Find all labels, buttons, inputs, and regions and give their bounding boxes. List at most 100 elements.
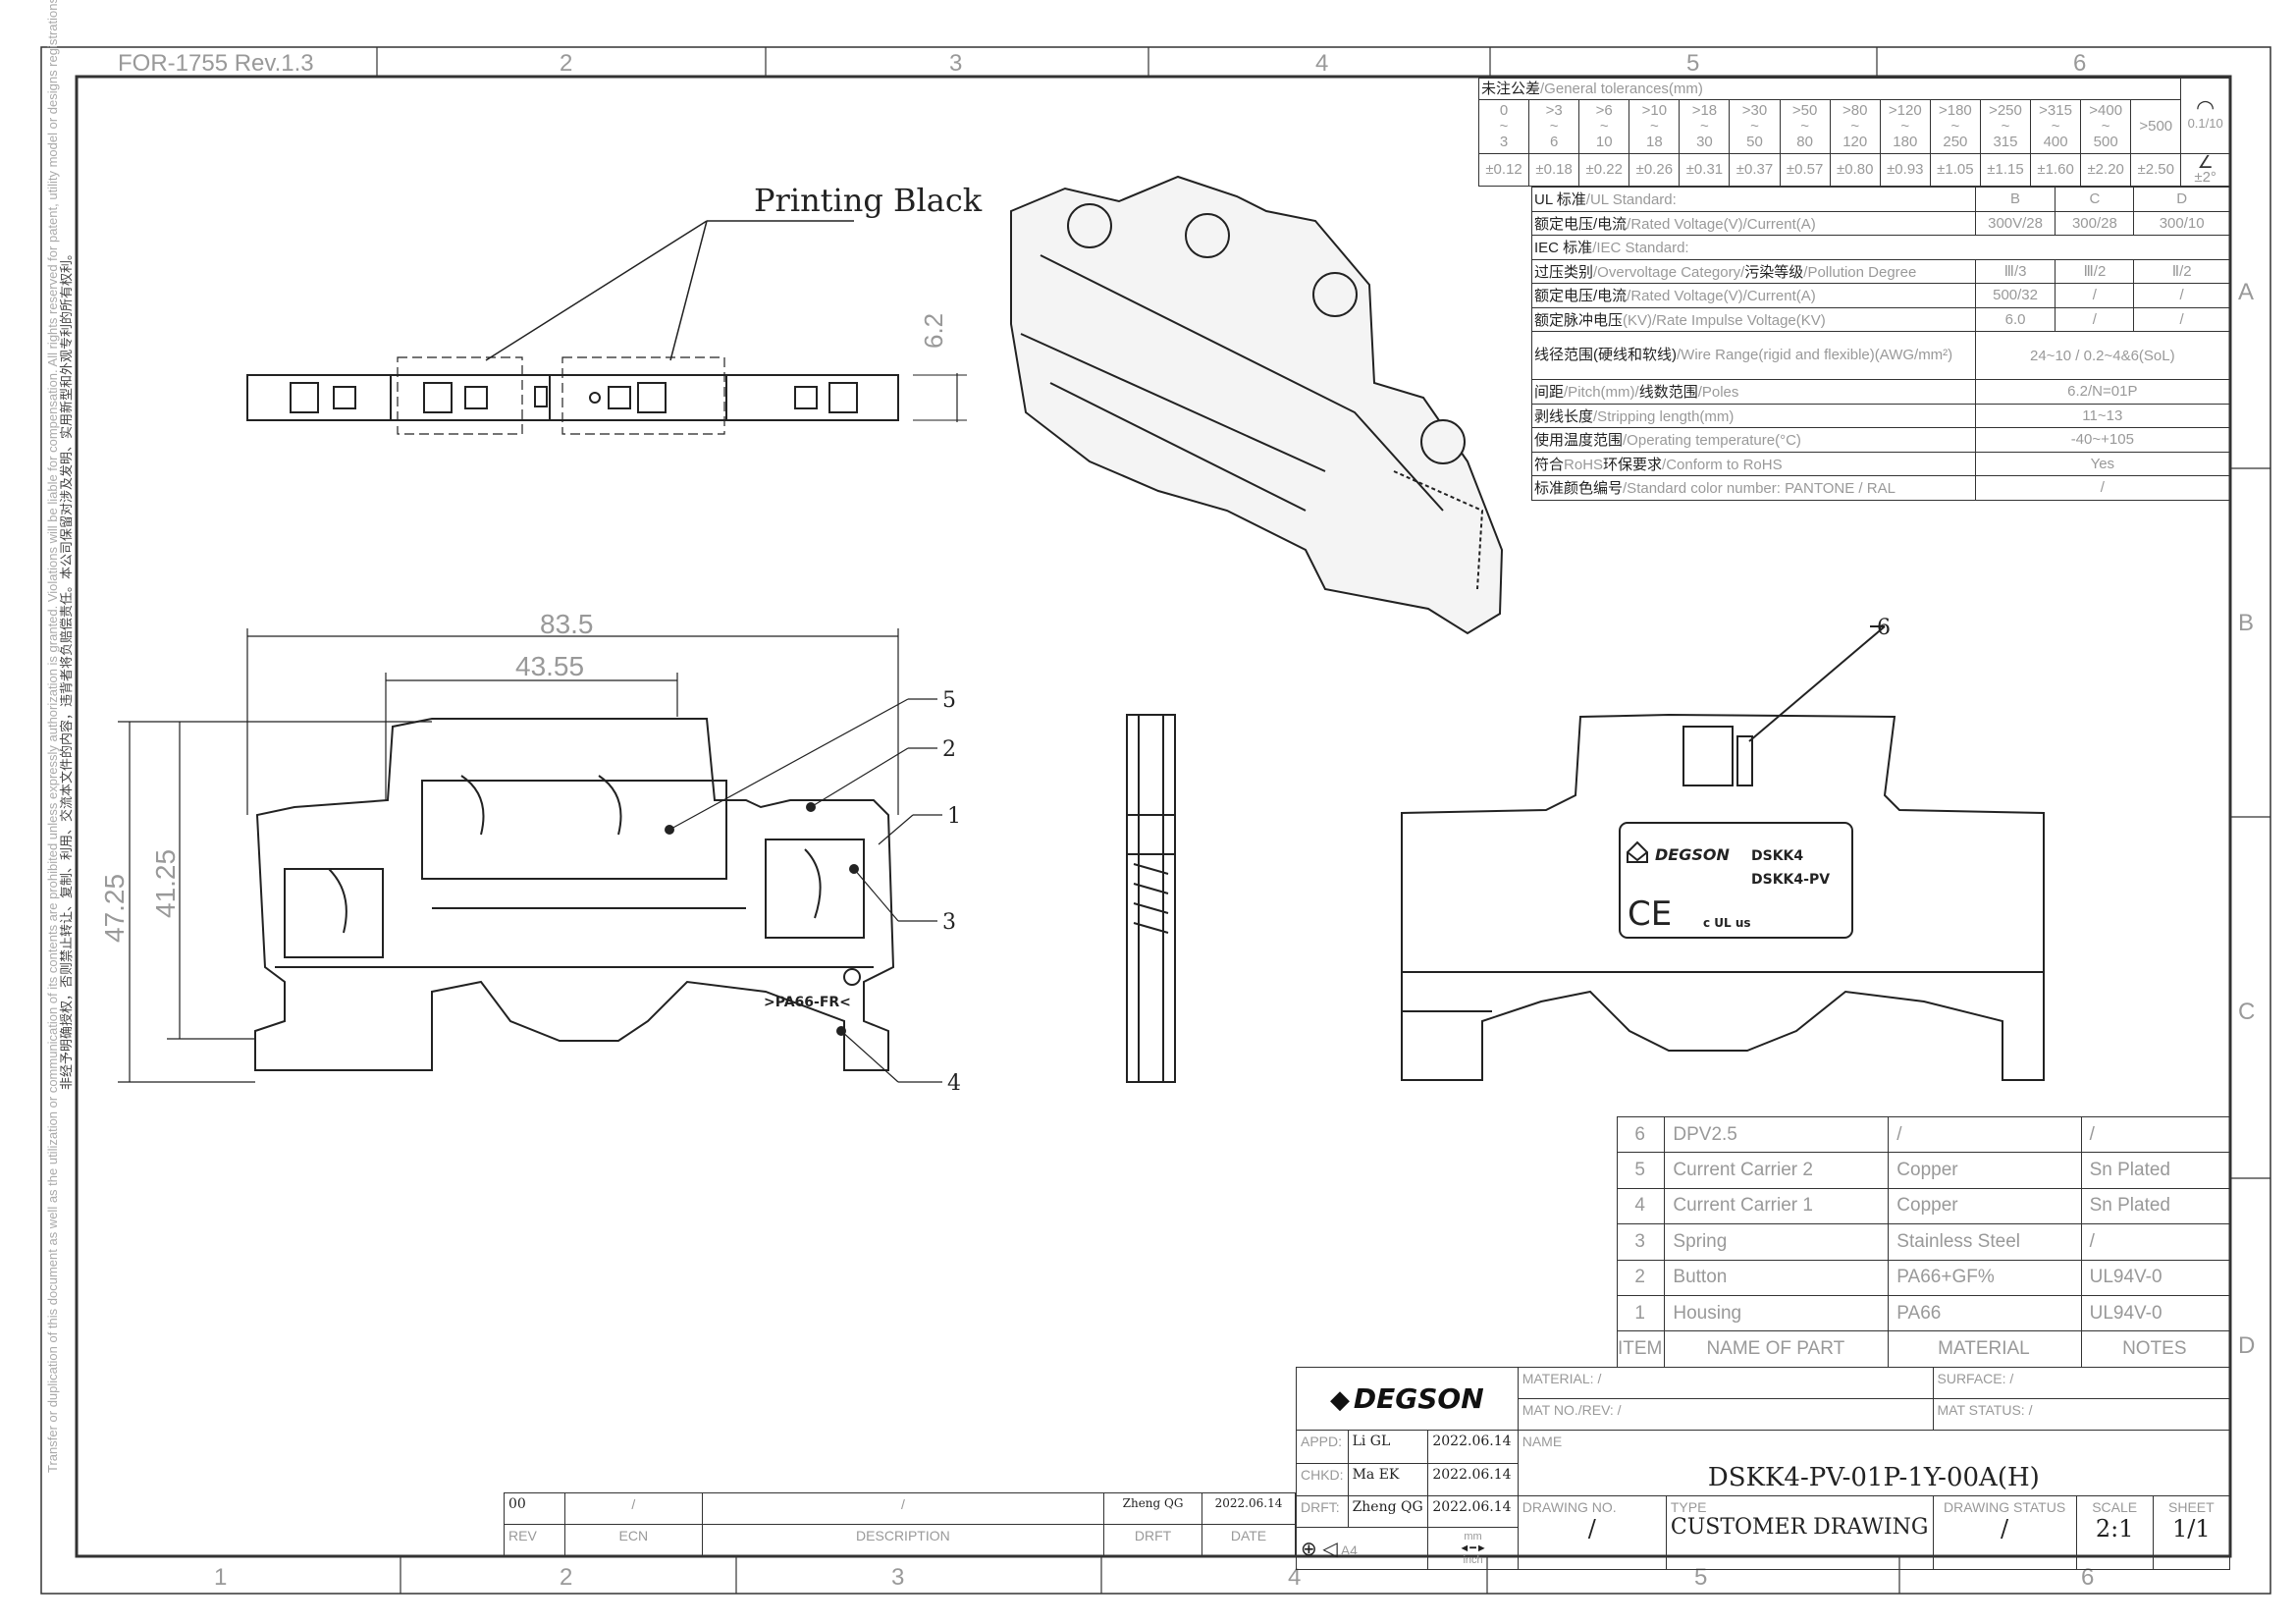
text-specs-pitch-zh2: 线数范围 <box>1638 384 1698 402</box>
row-label: B <box>2238 610 2254 636</box>
dim-overall-height: 47.25 <box>99 874 130 943</box>
spec-row: 过压类别/Overvoltage Category/污染等级/Pollution… <box>1531 258 2230 284</box>
leader-arrow <box>485 220 708 361</box>
text-tolerances-ranges-7-to: 120 <box>1842 134 1868 150</box>
tolerance-value: ±0.37 <box>1729 153 1781 187</box>
row-label: A <box>2238 279 2254 305</box>
text-tolerances-tilde: ~ <box>1549 118 1559 135</box>
text-revision-headers-description: DESCRIPTION <box>701 1524 1105 1556</box>
front-view <box>118 628 942 1083</box>
text-title_block-appd_label: APPD: <box>1296 1430 1349 1464</box>
balloon-3: 3 <box>942 910 956 935</box>
text-revision-headers-drft: DRFT <box>1103 1524 1203 1556</box>
bom-name: Housing <box>1664 1294 1890 1332</box>
spec-row: 使用温度范围/Operating temperature(°C)-40~+105 <box>1531 427 2231 453</box>
text-specs-overvoltage-zh: 过压类别 <box>1534 263 1594 281</box>
leader-arrow <box>669 220 708 361</box>
zone-label: 4 <box>1288 1564 1301 1591</box>
text-tolerances-tilde: ~ <box>1950 118 1960 135</box>
text-title_block-status_label: DRAWING STATUS <box>1943 1499 2066 1515</box>
tolerance-value: ±0.12 <box>1477 153 1530 187</box>
text-tolerances-tilde: ~ <box>2001 118 2010 135</box>
text-title_block-scale: 2:1 <box>2095 1515 2134 1543</box>
text-tolerances-flatness: 0.1/10 <box>2187 116 2223 131</box>
row-label: C <box>2238 999 2255 1025</box>
title-block: ◆ DEGSON MATERIAL: /SURFACE: / MAT NO./R… <box>1295 1367 2231 1570</box>
tolerance-value: ±1.15 <box>1979 153 2032 187</box>
text-specs-rohs-zh: 符合 <box>1534 456 1565 473</box>
text-tolerances-tilde: ~ <box>1499 118 1509 135</box>
text-title_block-unit_inch: inch <box>1463 1554 1483 1566</box>
zone-label: 3 <box>949 50 962 77</box>
text-specs-stripping-en: /Stripping length(mm) <box>1593 407 1735 425</box>
text-specs-ul_rated-en: /Rated Voltage(V)/Current(A) <box>1627 215 1816 233</box>
tolerance-range: >18~30 <box>1679 99 1731 154</box>
text-title_block-drft_label: DRFT: <box>1296 1495 1349 1528</box>
text-specs-impulse-values-1: / <box>2055 306 2135 332</box>
text-tolerances-angle: ±2° <box>2194 169 2216 186</box>
text-title_block-material: MATERIAL: / <box>1517 1367 1934 1399</box>
text-tolerances-ranges-1-to: 6 <box>1549 134 1559 150</box>
tolerance-value: ±0.22 <box>1578 153 1630 187</box>
text-specs-ul_standard-cols-1: C <box>2055 187 2135 212</box>
text-title_block-drft_name: Zheng QG <box>1347 1495 1429 1528</box>
dim-overall-length: 83.5 <box>540 609 594 639</box>
text-specs-iec_rated-en: /Rated Voltage(V)/Current(A) <box>1627 288 1816 305</box>
tolerance-value: ±1.60 <box>2030 153 2082 187</box>
text-bom-headers-name: NAME OF PART <box>1664 1330 1890 1368</box>
text-specs-impulse-en: (KV)/Rate Impulse Voltage(KV) <box>1623 311 1826 329</box>
text-revision-row-date: 2022.06.14 <box>1201 1492 1296 1525</box>
legal-notice-en: Transfer or duplication of this document… <box>45 0 60 1473</box>
text-specs-overvoltage-en: /Overvoltage Category/ <box>1593 263 1745 281</box>
bom-name: Spring <box>1664 1223 1890 1261</box>
text-specs-color-value: / <box>1974 475 2231 501</box>
tolerance-value: ±0.26 <box>1629 153 1681 187</box>
text-title_block-drft_date: 2022.06.14 <box>1427 1495 1519 1528</box>
text-specs-ul_rated-values-0: 300V/28 <box>1974 210 2056 236</box>
legal-notice-zh: 非经予明确授权，否则禁止转让、复制、利用、交流本文件的内容，违背者将负赔偿责任。… <box>59 247 74 1090</box>
text-tolerances-ranges-10-to: 315 <box>1993 134 2018 150</box>
angle-tolerance: ∠±2° <box>2180 153 2230 187</box>
zone-label: 2 <box>560 50 572 77</box>
text-revision-headers-ecn: ECN <box>563 1524 703 1556</box>
text-specs-overvoltage-en2: /Pollution Degree <box>1803 263 1917 281</box>
text-tolerances-tilde: ~ <box>1750 118 1759 135</box>
text-tolerances-ranges-3-to: 18 <box>1645 134 1663 150</box>
text-specs-overvoltage-values-1: Ⅲ/2 <box>2055 258 2135 284</box>
text-title_block-drawing_no_label: DRAWING NO. <box>1522 1499 1617 1515</box>
text-tolerances-ranges-5-from: >30 <box>1741 102 1768 119</box>
text-revision-row-rev: 00 <box>504 1492 565 1525</box>
tolerance-range: >6~10 <box>1578 99 1630 154</box>
text-tolerances-ranges-4-to: 30 <box>1696 134 1713 150</box>
text-specs-pitch-en2: /Poles <box>1697 384 1739 402</box>
text-specs-ul_standard-cols-0: B <box>1974 187 2056 212</box>
bom-notes: Sn Plated <box>2080 1152 2231 1189</box>
label-model-2: DSKK4-PV <box>1751 872 1830 888</box>
text-specs-ul_standard-cols-2: D <box>2133 187 2230 212</box>
text-tolerances-ranges-4-from: >18 <box>1691 102 1718 119</box>
text-specs-iec_rated-values-0: 500/32 <box>1974 283 2056 308</box>
text-title_block-appd_name: Li GL <box>1347 1430 1429 1464</box>
tolerance-range: 0~3 <box>1477 99 1530 154</box>
bom-name: Current Carrier 1 <box>1664 1187 1890 1225</box>
text-tolerances-ranges-9-to: 250 <box>1943 134 1968 150</box>
dim-pitch: 6.2 <box>919 313 948 349</box>
text-specs-temperature-en: /Operating temperature(°C) <box>1623 432 1801 450</box>
balloon-4: 4 <box>947 1071 961 1096</box>
text-tolerances-tilde: ~ <box>1850 118 1860 135</box>
bom-notes: / <box>2080 1115 2231 1154</box>
text-tolerances-ranges-12-to: 500 <box>2093 134 2118 150</box>
tolerance-value: ±2.50 <box>2130 153 2182 187</box>
text-tolerances-ranges-12-from: >400 <box>2089 102 2123 119</box>
zone-label: 5 <box>1694 1564 1707 1591</box>
bom-name: Button <box>1664 1259 1890 1296</box>
tolerance-value: ±0.31 <box>1679 153 1731 187</box>
tolerance-range: >120~180 <box>1879 99 1931 154</box>
balloon-1: 1 <box>947 804 961 829</box>
dim-inner-length: 43.55 <box>515 651 584 681</box>
